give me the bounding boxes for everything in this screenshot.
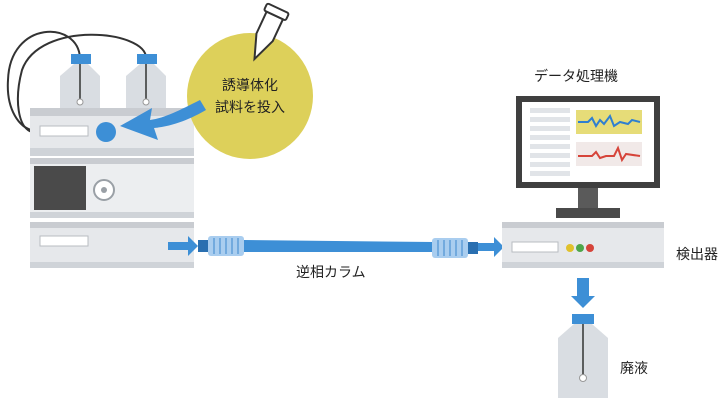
flow-arrow-to-detector [478,237,504,257]
indicator-green [576,244,584,252]
bubble-line-2: 試料を投入 [215,100,285,116]
column-label: 逆相カラム [296,265,366,281]
injection-bubble [187,33,313,159]
hplc-injector-module [30,158,194,218]
chromatogram-blue [578,113,641,128]
detector-label: 検出器 [676,247,718,263]
injection-bubble-text: 誘導体化 試料を投入 [204,75,296,119]
flow-arrow-to-column [168,236,198,256]
waste-bottle [558,314,608,398]
solvent-bottle-right [126,54,166,110]
flow-arrow-to-waste [571,278,595,308]
indicator-red [586,244,594,252]
solvent-bottle-left [60,54,100,110]
detector-unit [502,222,664,268]
indicator-yellow [566,244,574,252]
hplc-column-oven-module [30,222,194,268]
sample-vial-icon [253,2,290,62]
injection-arrow [120,100,206,140]
reversed-phase-column [198,236,478,258]
waste-label: 廃液 [620,361,648,377]
data-processor-label: データ処理機 [534,69,618,85]
solvent-tubes [6,30,147,133]
data-processor-monitor [516,96,660,218]
bubble-line-1: 誘導体化 [222,78,278,94]
chromatogram-red [578,145,641,163]
